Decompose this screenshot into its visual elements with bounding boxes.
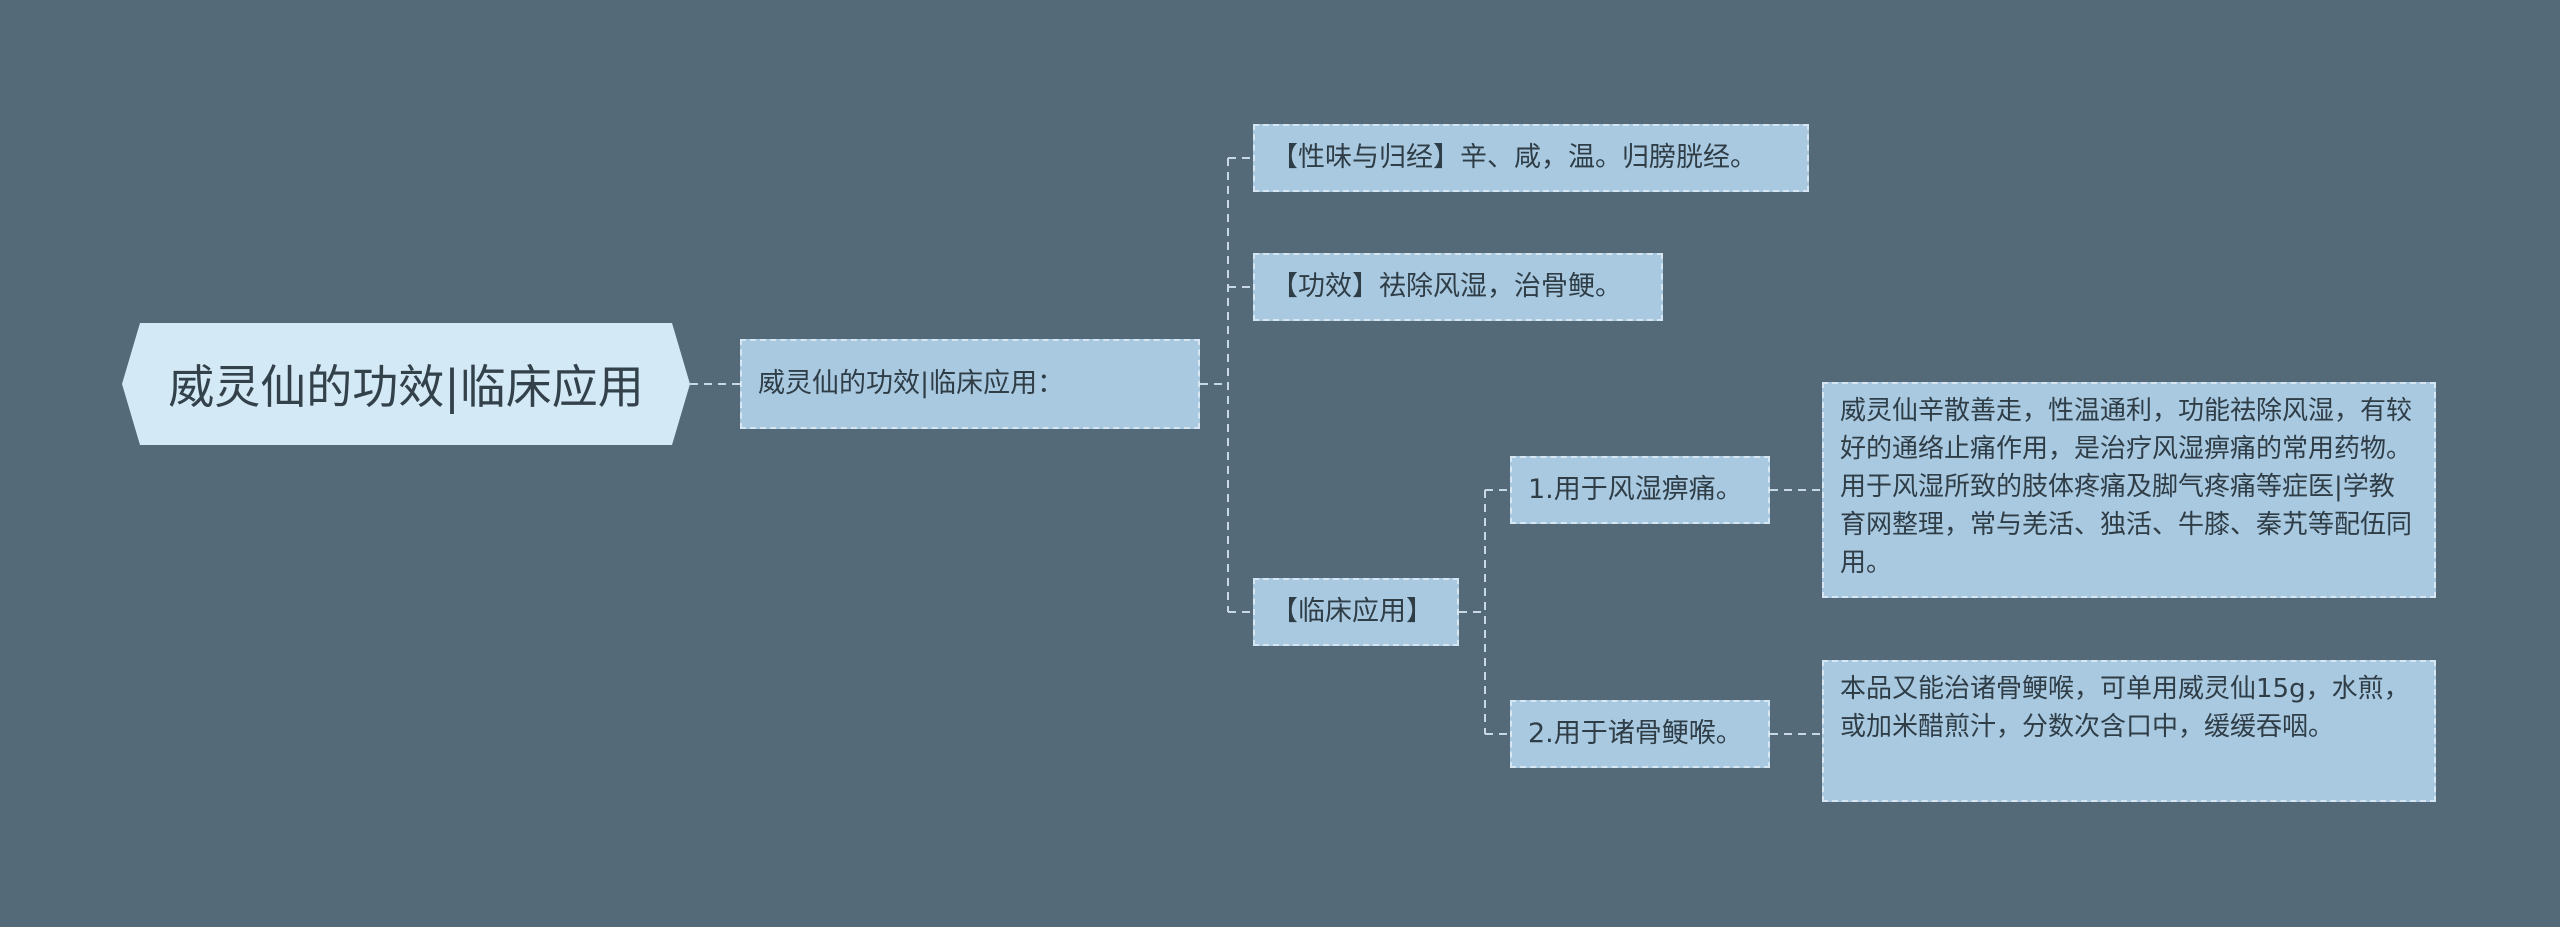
properties-node[interactable]: 【性味与归经】辛、咸，温。归膀胱经。 — [1253, 124, 1809, 192]
clinical-item-1-detail-text: 威灵仙辛散善走，性温通利，功能祛除风湿，有较好的通络止痛作用，是治疗风湿痹痛的常… — [1840, 396, 2413, 578]
root-title: 威灵仙的功效|临床应用 — [168, 360, 644, 414]
clinical-item-2-label: 2.用于诸骨鲠喉。 — [1528, 718, 1743, 749]
branch-label: 威灵仙的功效|临床应用： — [758, 368, 1065, 399]
clinical-item-1-label: 1.用于风湿痹痛。 — [1528, 474, 1743, 505]
clinical-item-1[interactable]: 1.用于风湿痹痛。 — [1510, 456, 1770, 524]
clinical-item-2[interactable]: 2.用于诸骨鲠喉。 — [1510, 700, 1770, 768]
clinical-item-2-detail[interactable]: 本品又能治诸骨鲠喉，可单用威灵仙15g，水煎，或加米醋煎汁，分数次含口中，缓缓吞… — [1822, 660, 2436, 802]
branch-node[interactable]: 威灵仙的功效|临床应用： — [740, 339, 1200, 429]
efficacy-node[interactable]: 【功效】祛除风湿，治骨鲠。 — [1253, 253, 1663, 321]
efficacy-label: 【功效】祛除风湿，治骨鲠。 — [1271, 271, 1622, 302]
clinical-node[interactable]: 【临床应用】 — [1253, 578, 1459, 646]
properties-label: 【性味与归经】辛、咸，温。归膀胱经。 — [1271, 142, 1757, 173]
clinical-label: 【临床应用】 — [1271, 596, 1433, 627]
clinical-item-1-detail[interactable]: 威灵仙辛散善走，性温通利，功能祛除风湿，有较好的通络止痛作用，是治疗风湿痹痛的常… — [1822, 382, 2436, 598]
clinical-item-2-detail-text: 本品又能治诸骨鲠喉，可单用威灵仙15g，水煎，或加米醋煎汁，分数次含口中，缓缓吞… — [1840, 674, 2410, 742]
root-node[interactable]: 威灵仙的功效|临床应用 — [122, 323, 690, 445]
